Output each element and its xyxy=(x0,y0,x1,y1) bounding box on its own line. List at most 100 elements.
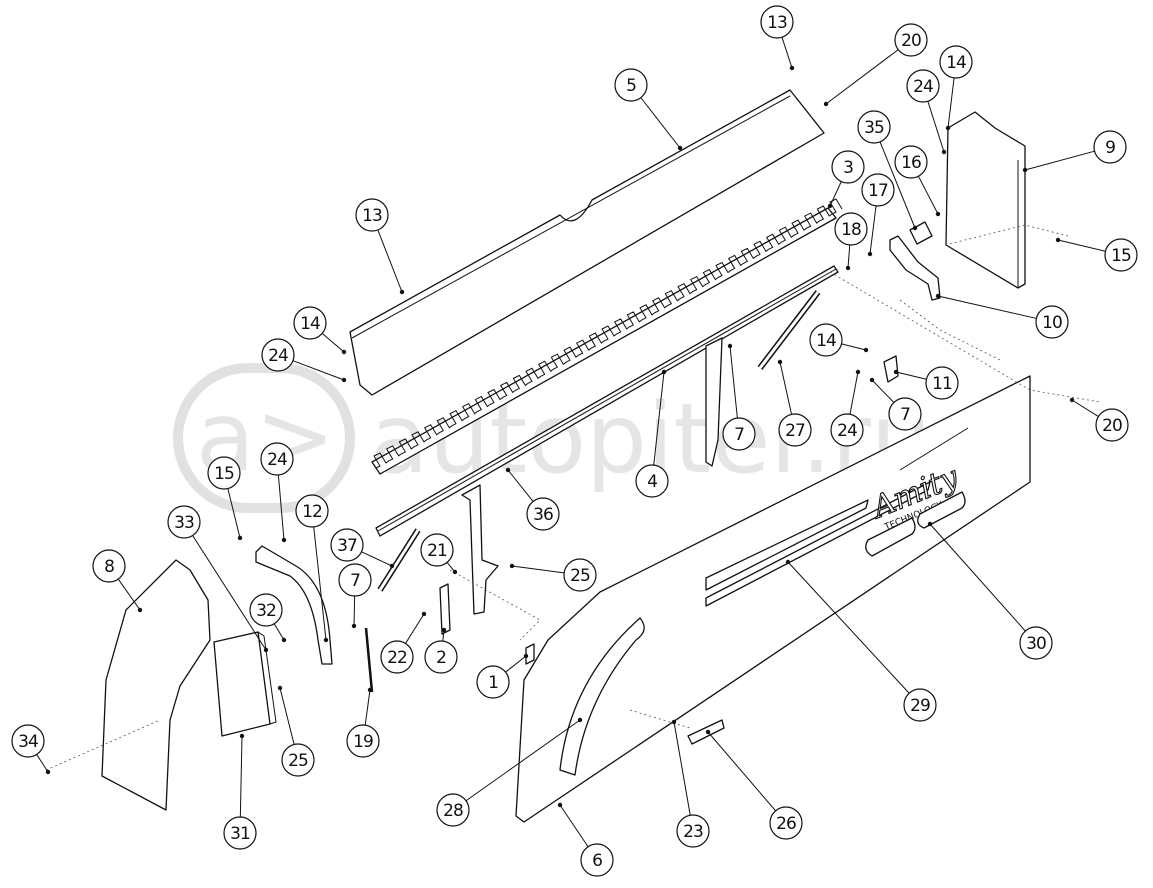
fastener-point xyxy=(927,521,933,527)
leader-line-19 xyxy=(364,689,371,726)
callout-circle xyxy=(167,505,201,539)
fastener-point xyxy=(281,637,287,643)
leader-line-14 xyxy=(321,333,345,353)
callout-label: 37 xyxy=(337,536,357,556)
callout-14: 14 xyxy=(809,323,843,357)
fastener-point xyxy=(509,563,515,569)
callout-2: 2 xyxy=(424,640,458,674)
callout-circle xyxy=(338,563,372,597)
leader-line-16 xyxy=(917,175,939,215)
callout-4: 4 xyxy=(635,464,669,498)
callout-label: 14 xyxy=(946,53,966,73)
callout-label: 28 xyxy=(443,801,463,821)
callout-circle xyxy=(831,150,865,184)
callout-circle xyxy=(420,533,454,567)
leader-line-3 xyxy=(829,181,842,207)
callout-label: 13 xyxy=(362,206,382,226)
callout-label: 14 xyxy=(300,314,320,334)
callout-37: 37 xyxy=(330,528,364,562)
part-27-gas-strut xyxy=(757,290,821,370)
callout-label: 35 xyxy=(864,118,884,138)
callout-circle xyxy=(809,323,843,357)
leader-line-7 xyxy=(729,345,738,419)
fastener-point xyxy=(452,569,458,575)
callout-22: 22 xyxy=(380,640,414,674)
callout-label: 26 xyxy=(776,814,796,834)
fastener-point xyxy=(867,251,873,257)
fastener-point xyxy=(421,611,427,617)
callout-13: 13 xyxy=(355,198,389,232)
part-35-plate xyxy=(909,221,933,245)
fastener-point xyxy=(705,729,711,735)
leader-line-33 xyxy=(192,535,267,651)
callout-25: 25 xyxy=(563,558,597,592)
callout-label: 30 xyxy=(1026,634,1046,654)
callout-label: 6 xyxy=(592,851,602,871)
leader-line-30 xyxy=(929,523,1026,632)
callout-circle xyxy=(769,806,803,840)
callout-13: 13 xyxy=(760,5,794,39)
callout-label: 20 xyxy=(901,31,921,51)
callout-circle xyxy=(346,724,380,758)
callout-32: 32 xyxy=(249,593,283,627)
callout-label: 21 xyxy=(427,541,447,561)
part-19-rod xyxy=(364,627,374,693)
callout-circle xyxy=(249,593,283,627)
fastener-point xyxy=(777,359,783,365)
callout-label: 20 xyxy=(1102,416,1122,436)
callout-circle xyxy=(563,558,597,592)
callout-label: 24 xyxy=(267,450,287,470)
fastener-point xyxy=(1069,397,1075,403)
callout-circle xyxy=(925,366,959,400)
callout-circle xyxy=(436,793,470,827)
callout-circle xyxy=(293,306,327,340)
leader-line-24 xyxy=(277,474,285,541)
callout-label: 25 xyxy=(570,566,590,586)
callout-circle xyxy=(857,110,891,144)
leader-line-11 xyxy=(895,371,927,380)
callout-24: 24 xyxy=(261,338,295,372)
callout-circle xyxy=(676,814,710,848)
callout-35: 35 xyxy=(857,110,891,144)
callout-circle xyxy=(614,68,648,102)
callout-3: 3 xyxy=(831,150,865,184)
callout-7: 7 xyxy=(338,563,372,597)
fastener-point xyxy=(577,717,583,723)
callout-circle xyxy=(380,640,414,674)
fastener-point xyxy=(399,289,405,295)
leader-line-15 xyxy=(227,488,241,539)
fastener-point xyxy=(845,265,851,271)
fastener-point xyxy=(823,101,829,107)
callout-label: 9 xyxy=(1105,138,1115,158)
fastener-point xyxy=(277,685,283,691)
callout-circle xyxy=(580,843,614,877)
callout-circle xyxy=(894,23,928,57)
part-9-end-panel xyxy=(945,111,1026,289)
callout-circle xyxy=(894,145,928,179)
fastener-point xyxy=(677,145,683,151)
leader-line-29 xyxy=(787,561,910,694)
callout-33: 33 xyxy=(167,505,201,539)
callout-21: 21 xyxy=(420,533,454,567)
leader-line-14 xyxy=(947,77,955,129)
callout-label: 2 xyxy=(436,648,446,668)
callout-circle xyxy=(1095,408,1129,442)
fastener-point xyxy=(912,225,918,231)
leader-line-8 xyxy=(117,578,141,611)
callout-circle xyxy=(906,69,940,103)
leader-line-23 xyxy=(673,721,691,816)
callout-10: 10 xyxy=(1035,305,1069,339)
fastener-point xyxy=(1022,167,1028,173)
leader-line-18 xyxy=(847,244,851,269)
callout-5: 5 xyxy=(614,68,648,102)
callout-label: 15 xyxy=(1111,246,1131,266)
fastener-point xyxy=(941,149,947,155)
callout-20: 20 xyxy=(1095,408,1129,442)
fastener-point xyxy=(671,719,677,725)
callout-label: 8 xyxy=(104,557,114,577)
leader-line-13 xyxy=(781,37,793,69)
fastener-point xyxy=(505,467,511,473)
